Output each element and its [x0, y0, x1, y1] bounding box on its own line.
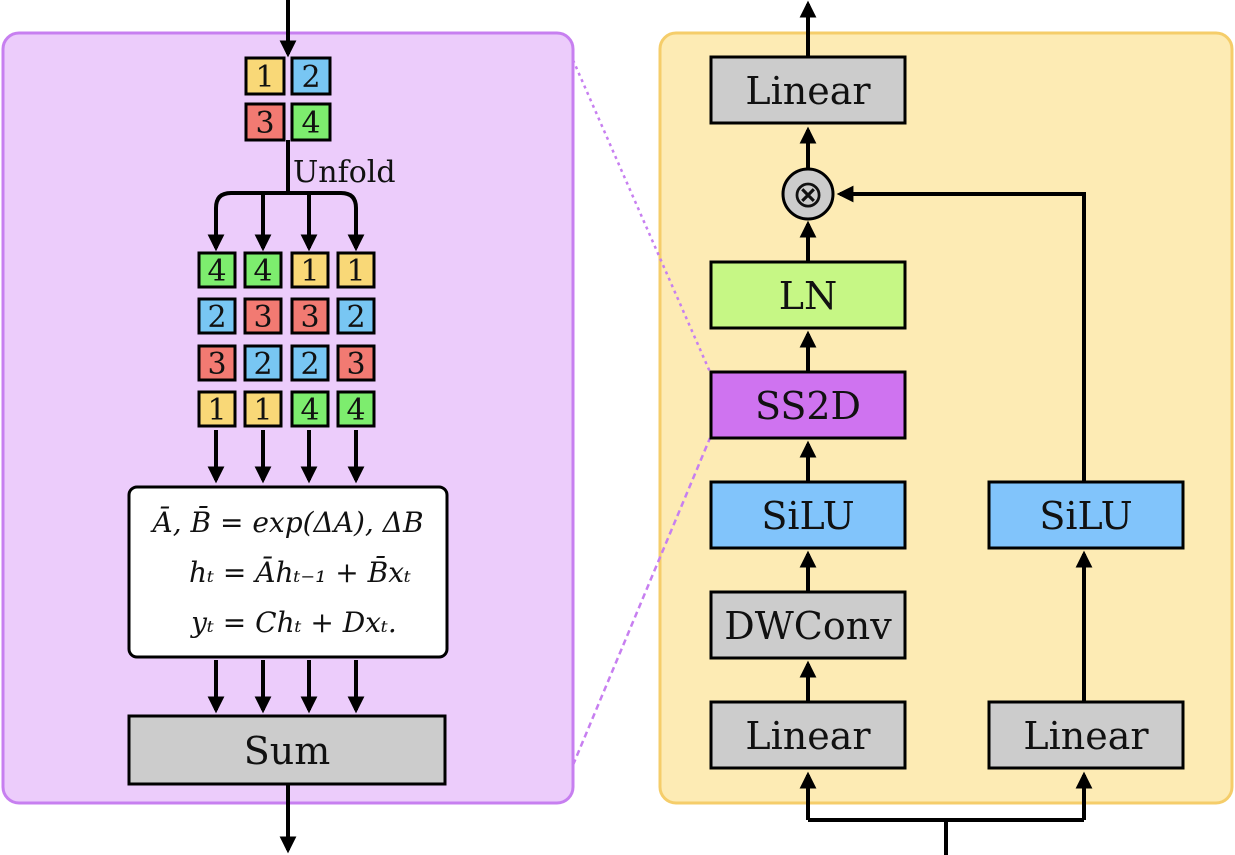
ln-box: [709, 260, 907, 330]
unfold-branch: [214, 191, 358, 226]
ln-label: LN: [779, 274, 837, 318]
input-cell-4: [290, 102, 332, 142]
sequence-cell-label: 1: [346, 254, 365, 289]
gate-to-multiply-arrow: [836, 185, 1086, 482]
sequence-cell: [336, 390, 376, 428]
main-silu-box: [709, 480, 907, 550]
sequence-cell-label: 2: [253, 347, 272, 382]
sequence-cell: [197, 344, 237, 382]
sequence-cell: [290, 251, 330, 289]
sequence-cell-label: 1: [207, 393, 226, 428]
input-cell-3-label: 3: [255, 106, 274, 141]
sequence-cell-label: 3: [253, 300, 272, 335]
input-cell-1: [244, 56, 286, 96]
sequence-cell-label: 1: [300, 254, 319, 289]
sequence-cell-label: 3: [346, 347, 365, 382]
input-patch-grid: 1 2 3 4: [244, 56, 332, 142]
gate-silu-label: SiLU: [1039, 494, 1132, 538]
sequence-cell-label: 2: [346, 300, 365, 335]
input-cell-2: [290, 56, 332, 96]
sequence-cell: [336, 297, 376, 335]
ss2d-zoom-line-bottom: [571, 437, 712, 766]
sequence-cell-label: 3: [300, 300, 319, 335]
main-linear-in-label: Linear: [745, 714, 871, 758]
dwconv-label: DWConv: [724, 604, 892, 648]
sequence-cell: [197, 390, 237, 428]
unfold-label: Unfold: [293, 155, 396, 190]
sequence-cell: [336, 344, 376, 382]
sequence-cell: [243, 344, 283, 382]
multiply-symbol: ⊗: [792, 172, 824, 216]
input-cell-2-label: 2: [301, 60, 320, 95]
gate-linear-box: [987, 700, 1185, 770]
sequence-cell: [243, 297, 283, 335]
equation-output: yₜ = Chₜ + Dxₜ.: [189, 606, 397, 639]
sequence-cell-label: 2: [300, 347, 319, 382]
sequence-cell: [290, 344, 330, 382]
sequence-cell: [336, 251, 376, 289]
sequence-cell: [197, 251, 237, 289]
sequence-cell: [243, 251, 283, 289]
ssm-equation-box: [127, 485, 449, 659]
dwconv-box: [709, 590, 907, 660]
equation-state-update: hₜ = Āhₜ₋₁ + B̄xₜ: [189, 555, 411, 589]
sequence-cell-label: 1: [253, 393, 272, 428]
input-cell-4-label: 4: [301, 106, 320, 141]
main-linear-out-label: Linear: [745, 69, 871, 113]
input-cell-1-label: 1: [255, 60, 274, 95]
sequence-cell: [243, 390, 283, 428]
sequence-cell-label: 4: [300, 393, 319, 428]
sequence-cell-label: 2: [207, 300, 226, 335]
main-silu-label: SiLU: [761, 494, 854, 538]
sequence-cell: [197, 297, 237, 335]
ss2d-zoom-line-top: [571, 59, 712, 373]
sum-label: Sum: [244, 729, 331, 773]
sequence-cell: [290, 390, 330, 428]
sequence-cell: [290, 297, 330, 335]
sequence-cell-label: 4: [207, 254, 226, 289]
ss2d-label: SS2D: [755, 384, 861, 428]
sequence-cell-label: 4: [253, 254, 272, 289]
input-cell-3: [244, 102, 286, 142]
sequence-cell-label: 4: [346, 393, 365, 428]
sequence-cell-label: 3: [207, 347, 226, 382]
sum-box: [127, 714, 447, 786]
gate-linear-label: Linear: [1023, 714, 1149, 758]
main-linear-out-box: [709, 55, 907, 125]
equation-discretization: Ā, B̄ = exp(ΔA), ΔB: [149, 505, 423, 539]
